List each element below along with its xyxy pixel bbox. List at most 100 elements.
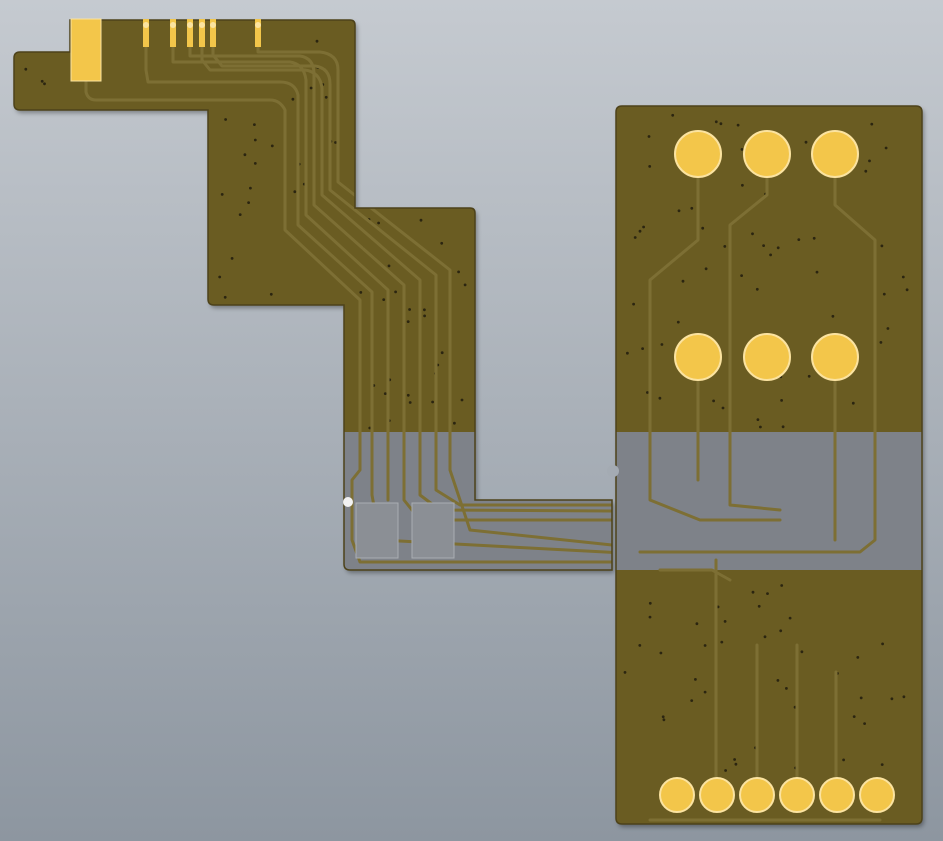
via [648, 165, 652, 168]
via [658, 396, 662, 400]
via [40, 79, 44, 83]
square-pad[interactable] [411, 502, 455, 559]
via [781, 425, 785, 429]
via [870, 122, 874, 126]
via [324, 95, 328, 99]
right-trace-bundle [638, 173, 882, 822]
via [453, 421, 456, 425]
via [815, 270, 819, 274]
via [880, 244, 884, 248]
via [880, 763, 884, 766]
round-pad[interactable] [739, 777, 775, 813]
via [695, 622, 699, 626]
round-pad[interactable] [819, 777, 855, 813]
connector-pin[interactable] [143, 19, 149, 47]
via [623, 671, 627, 674]
square-pad[interactable] [355, 502, 399, 559]
left-trace-bundle [84, 38, 612, 564]
round-pad[interactable] [779, 777, 815, 813]
round-pad[interactable] [743, 333, 791, 381]
fiducial-marker [343, 497, 353, 507]
round-pad[interactable] [859, 777, 895, 813]
via [661, 715, 665, 719]
via [218, 275, 222, 279]
via [408, 401, 412, 404]
via [43, 82, 46, 86]
via [704, 267, 708, 271]
via [712, 399, 715, 403]
round-pad[interactable] [811, 130, 859, 178]
trace [211, 38, 612, 507]
via [751, 590, 755, 594]
trace [648, 173, 782, 522]
connector-pin[interactable] [210, 19, 216, 47]
via [890, 697, 894, 701]
connector-pin-head [199, 22, 205, 28]
trace [200, 38, 612, 514]
trace [638, 173, 877, 554]
via [648, 615, 652, 619]
right-board[interactable] [610, 105, 930, 825]
connector-pin[interactable] [187, 19, 193, 47]
via [648, 601, 652, 605]
via [638, 229, 642, 233]
via [901, 275, 905, 279]
via [766, 592, 769, 595]
round-copper-pads[interactable] [659, 130, 895, 813]
via [779, 629, 783, 633]
via [440, 241, 444, 245]
via [24, 67, 28, 71]
via [247, 201, 251, 205]
round-pad[interactable] [743, 130, 791, 178]
via [785, 687, 788, 690]
via [723, 620, 727, 623]
round-pad[interactable] [674, 333, 722, 381]
round-pad[interactable] [699, 777, 735, 813]
connector-pin-head [187, 22, 193, 28]
connector-pin[interactable] [255, 19, 261, 47]
via [757, 604, 761, 608]
trace [144, 38, 612, 557]
via [812, 236, 816, 240]
right-stiffener [616, 432, 922, 570]
via [703, 690, 707, 694]
via [293, 190, 297, 194]
connector-tab-pad[interactable] [70, 18, 102, 82]
round-pad[interactable] [674, 130, 722, 178]
via [720, 640, 724, 644]
via [223, 295, 227, 299]
square-component-pads[interactable] [355, 502, 455, 559]
connector-pin-head [210, 22, 216, 28]
via [721, 406, 725, 410]
via [733, 758, 736, 761]
trace [728, 173, 782, 512]
via [253, 123, 256, 126]
via [457, 270, 460, 274]
via [662, 718, 666, 722]
round-pad[interactable] [811, 333, 859, 381]
via [776, 246, 780, 250]
via [881, 642, 884, 646]
via [423, 308, 426, 312]
via [309, 86, 313, 90]
via [905, 288, 909, 292]
via [868, 159, 871, 163]
top-connector-pins[interactable] [70, 18, 261, 82]
connector-pin[interactable] [199, 19, 205, 47]
via [632, 302, 635, 306]
trace [658, 568, 732, 582]
via [671, 113, 675, 117]
via [831, 314, 835, 318]
round-pad[interactable] [659, 777, 695, 813]
via [440, 351, 444, 355]
via [315, 39, 319, 43]
via [755, 287, 759, 291]
via [902, 695, 906, 699]
via [763, 635, 767, 639]
via [780, 584, 784, 587]
connector-pin-head [143, 22, 149, 28]
connector-pin[interactable] [170, 19, 176, 47]
via [642, 225, 645, 229]
